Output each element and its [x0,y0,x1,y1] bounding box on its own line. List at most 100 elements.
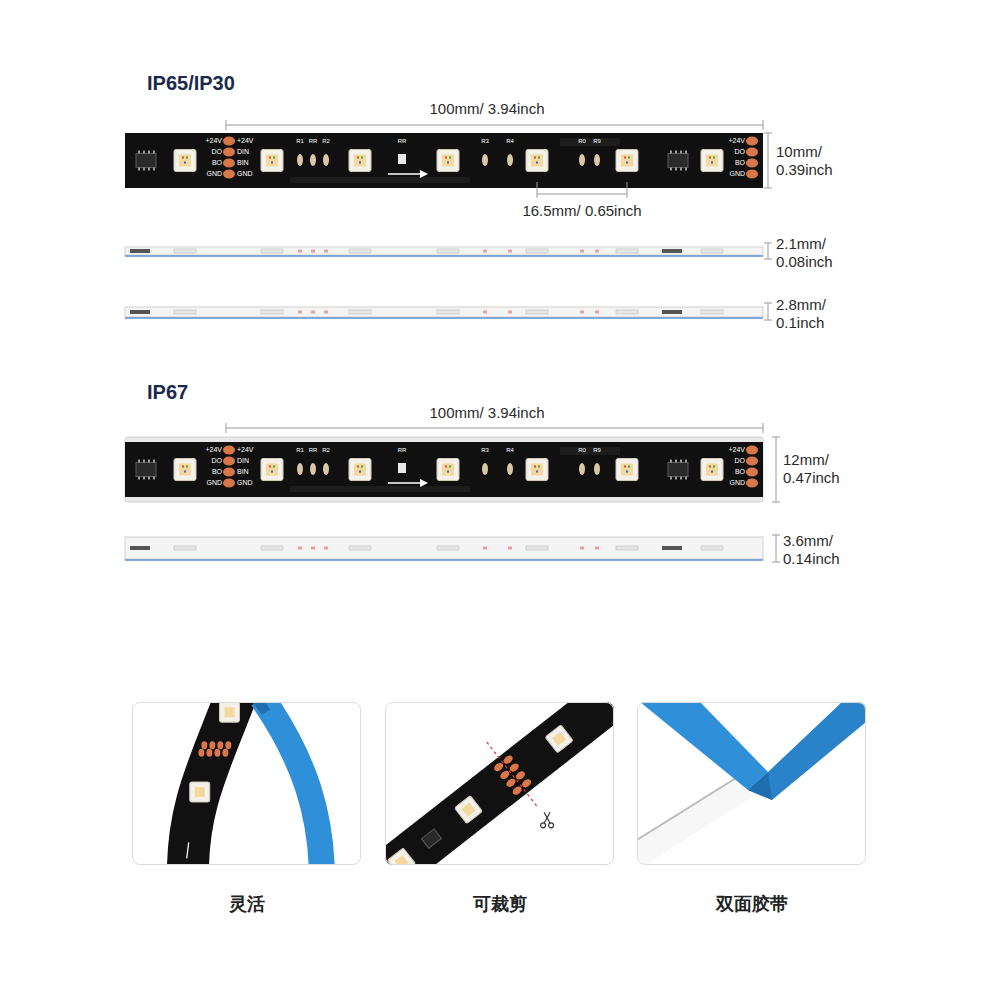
led-die [359,471,361,473]
led-phosphor [442,155,454,167]
solder-pad [223,148,235,157]
solder-pad [214,749,220,757]
strip-body [188,702,238,865]
pcb [125,442,763,497]
led-die [711,162,713,164]
ic-chip-side [130,249,150,253]
led-phosphor [461,803,475,817]
dimension-tick [772,535,780,536]
pin-name: GND [202,479,222,487]
solder-pad [746,446,758,455]
led-phosphor [266,155,278,167]
solder-pad [746,159,758,168]
led-phosphor [224,707,234,717]
ic-pin [153,460,155,463]
pin-name: DO [202,457,222,465]
solder-pad [198,749,204,757]
scissors-icon [541,812,554,828]
led-die [536,471,538,473]
pcb [125,133,763,188]
led-package [174,150,196,172]
blue-tape [640,702,768,790]
led-die [269,466,271,468]
led-package [219,702,239,722]
tape-layer [125,559,763,561]
led-package [454,796,482,824]
solder-pad [746,479,758,488]
led-strip-top-view [125,437,763,502]
smd-component [398,463,406,473]
solder-pad [514,770,526,782]
led-side [616,249,638,253]
resistor-side [508,311,512,314]
pcb-trace [560,447,620,455]
led-package [349,150,371,172]
resistor-side [580,547,584,550]
resistor-symbol [482,463,488,475]
pin-name: GND [237,479,259,487]
led-die [357,157,359,159]
pcb-trace [290,177,470,183]
flexible-strip-illustration [187,702,322,865]
led-package [701,459,723,481]
ic-chip-side [662,310,682,314]
ic-chip-side [662,249,682,253]
resistor-label: RR [396,446,408,454]
ic-pin [138,168,140,171]
resistor-side [483,250,487,253]
resistor-symbol [594,154,600,166]
pin-name: BIN [237,468,259,476]
dimension-line [776,437,777,502]
solder-pad [206,749,212,757]
dimension-tick [226,423,227,433]
ic-pin [685,168,687,171]
scissors-blade [544,812,550,823]
pin-name: GND [727,479,745,487]
resistor-side [298,250,302,253]
led-die [534,466,536,468]
led-die [269,157,271,159]
led-phosphor [266,464,278,476]
led-side [701,310,723,314]
dimension-tick [772,502,780,503]
led-die [184,471,186,473]
resistor-symbol [323,154,329,166]
led-package [174,459,196,481]
led-die [713,466,715,468]
led-die [713,157,715,159]
led-die [273,157,275,159]
led-phosphor [552,732,566,746]
led-die [534,157,536,159]
led-die [447,471,449,473]
tape-layer [125,317,763,319]
resistor-label: R4 [504,137,516,145]
led-side [701,546,723,550]
scissors-handle [541,823,546,828]
led-side [437,310,459,314]
resistor-label: R9 [591,137,603,145]
dimension-tick [764,259,772,260]
resistor-label: R1 [294,137,306,145]
panel-caption: 双面胶带 [638,892,865,916]
ic-pin [680,460,682,463]
dimension-tick [764,188,772,189]
solder-pad [746,468,758,477]
led-package [190,782,210,802]
dimension-label: 100mm/ 3.94inch [387,404,587,422]
led-package [616,459,638,481]
resistor-side [595,250,599,253]
pin-name: +24V [727,446,745,454]
pin-name: +24V [202,137,222,145]
solder-pad [223,457,235,466]
dimension-bracket [772,535,780,562]
ic-pin [153,151,155,154]
led-side [437,546,459,550]
led-side [701,249,723,253]
led-package [701,150,723,172]
solder-pad [746,457,758,466]
ic-pin [148,151,150,154]
resistor-label: RR [307,137,319,145]
led-die [357,466,359,468]
led-die [361,466,363,468]
